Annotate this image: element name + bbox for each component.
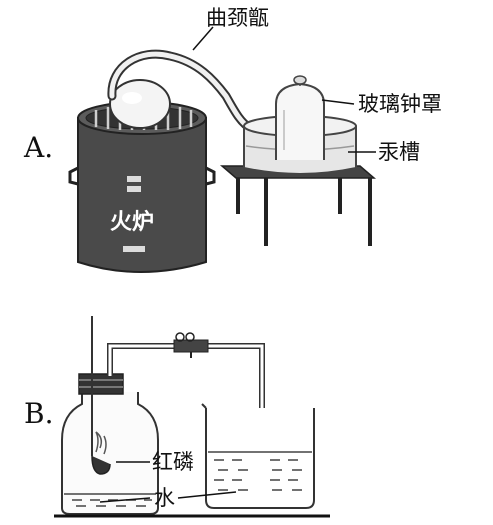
water-label: 水 [154,486,175,510]
gas-bottle [61,373,159,515]
part-b-leader-lines [99,461,237,503]
retort [107,49,274,153]
mercury-trough-label: 汞槽 [378,140,420,164]
red-phosphorus-label: 红磷 [152,450,194,474]
combustion-spoon [91,316,111,475]
part-a-letter: A. [24,131,54,164]
beaker [201,403,315,509]
part-a-apparatus [68,26,377,273]
bell-jar [275,75,325,160]
stand [219,165,377,246]
part-a-leader-lines [192,26,376,153]
bell-jar-label: 玻璃钟罩 [358,92,442,116]
part-b-apparatus [54,316,330,518]
retort-label: 曲颈甑 [206,6,269,30]
part-b-letter: B. [24,397,54,430]
furnace-label: 火炉 [110,210,155,235]
pinch-clamp [173,332,209,358]
